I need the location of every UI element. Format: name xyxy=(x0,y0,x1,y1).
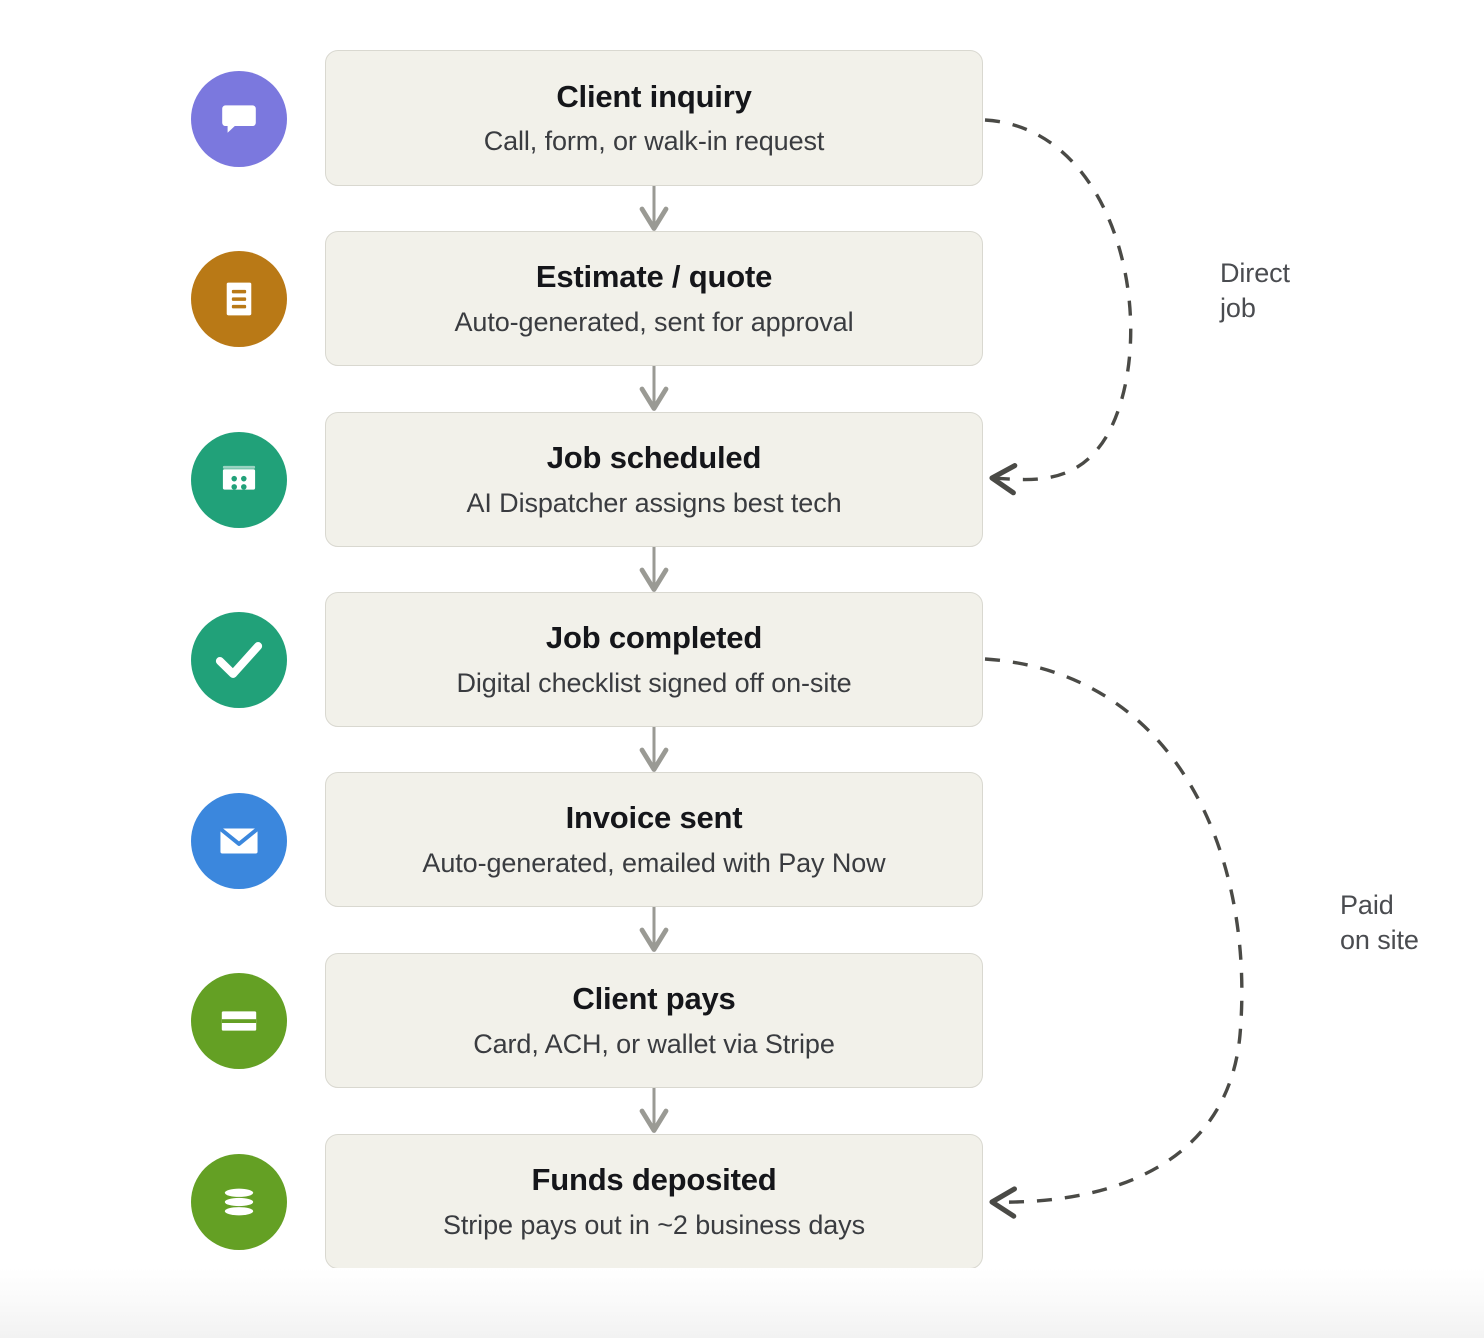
step-icon-badge-job-scheduled xyxy=(191,432,287,528)
step-title: Job completed xyxy=(545,620,763,656)
step-title: Job scheduled xyxy=(546,440,762,476)
step-title: Client inquiry xyxy=(556,78,752,114)
step-icon-badge-estimate-quote xyxy=(191,251,287,347)
step-subtitle: Stripe pays out in ~2 business days xyxy=(442,1209,865,1240)
step-subtitle: Auto-generated, sent for approval xyxy=(454,306,854,337)
step-card-client-pays[interactable]: Client pays Card, ACH, or wallet via Str… xyxy=(325,953,983,1088)
step-subtitle: Card, ACH, or wallet via Stripe xyxy=(473,1028,835,1059)
chat-bubble-icon xyxy=(215,95,263,143)
branch-label-direct-job: Direct job xyxy=(1220,258,1290,323)
step-title: Estimate / quote xyxy=(535,259,773,295)
step-icon-badge-invoice-sent xyxy=(191,793,287,889)
step-subtitle: AI Dispatcher assigns best tech xyxy=(466,487,842,518)
step-card-estimate-quote[interactable]: Estimate / quote Auto-generated, sent fo… xyxy=(325,231,983,366)
document-icon xyxy=(217,277,261,321)
coins-stack-icon xyxy=(216,1179,262,1225)
step-icon-badge-client-pays xyxy=(191,973,287,1069)
step-card-invoice-sent[interactable]: Invoice sent Auto-generated, emailed wit… xyxy=(325,772,983,907)
step-card-funds-deposited[interactable]: Funds deposited Stripe pays out in ~2 bu… xyxy=(325,1134,983,1269)
check-circle-icon xyxy=(208,629,270,691)
step-card-job-scheduled[interactable]: Job scheduled AI Dispatcher assigns best… xyxy=(325,412,983,547)
step-icon-badge-funds-deposited xyxy=(191,1154,287,1250)
step-card-job-completed[interactable]: Job completed Digital checklist signed o… xyxy=(325,592,983,727)
step-subtitle: Auto-generated, emailed with Pay Now xyxy=(422,847,886,878)
envelope-icon xyxy=(214,816,264,866)
step-subtitle: Call, form, or walk-in request xyxy=(483,126,825,157)
step-title: Funds deposited xyxy=(531,1162,777,1198)
branch-connector-paid-on-site xyxy=(984,657,1244,1219)
step-title: Client pays xyxy=(572,981,736,1017)
step-card-client-inquiry[interactable]: Client inquiry Call, form, or walk-in re… xyxy=(325,50,983,186)
credit-card-icon xyxy=(215,997,263,1045)
step-title: Invoice sent xyxy=(565,800,743,836)
branch-label-paid-on-site: Paid on site xyxy=(1340,890,1419,955)
step-icon-badge-client-inquiry xyxy=(191,71,287,167)
calendar-icon xyxy=(216,457,262,503)
step-subtitle: Digital checklist signed off on-site xyxy=(456,667,852,698)
branch-connector-direct-job xyxy=(984,118,1133,496)
step-icon-badge-job-completed xyxy=(191,612,287,708)
